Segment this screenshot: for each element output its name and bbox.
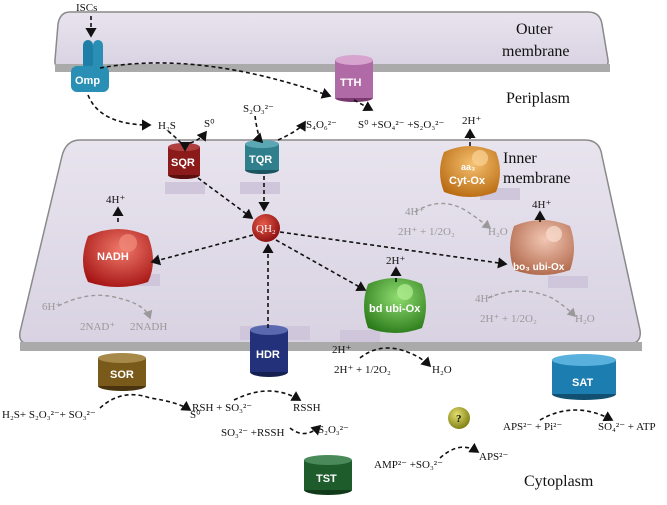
inner-membrane-label-2: membrane [503,170,571,187]
aa3-water: H₂O [488,226,508,238]
thiosulfate-periplasm: S₂O₃²⁻ [243,103,274,115]
sat-enzyme: SAT [552,354,616,400]
sqr-enzyme: SQR [168,143,200,179]
sat-label: SAT [572,377,593,389]
unknown-product: APS²⁻ [479,451,508,463]
bd-water: H₂O [432,364,452,376]
bo3-oxygen: 2H⁺ + 1/2O₂ [480,313,537,325]
tqr-label: TQR [249,154,272,166]
tst-substrates: SO₃²⁻ +RSSH [221,427,285,439]
bd-proton-out: 2H⁺ [386,255,405,267]
bo3-proton-out: 4H⁺ [532,199,551,211]
sor-substrates: H₂S+ S₂O₃²⁻+ SO₃²⁻ [2,409,96,421]
aa3-label: aa₃ [461,162,475,172]
omp-label: Omp [75,75,100,87]
sor-s0: S⁰ [190,409,201,421]
bd-label: bd ubi-Ox [369,303,421,315]
reaction-arrows [85,16,614,459]
iscs-label: ISCs [76,2,97,14]
hdr-label: HDR [256,349,280,361]
nadh-proton-in: 6H⁺ [42,301,61,313]
h2s-periplasm: H₂S [158,120,176,132]
outer-membrane [54,11,610,72]
cytoplasm-label: Cytoplasm [524,473,594,490]
hdr-substrates: RSH + SO₃²⁻ [192,402,252,414]
sor-enzyme: SOR [98,353,146,391]
tth-products: S⁰ +SO₄²⁻ +S₂O₃²⁻ [358,119,444,131]
tqr-enzyme: TQR [245,140,279,174]
bo3-water: H₂O [575,313,595,325]
bd-proton-in: 2H⁺ [332,344,351,356]
tth-enzyme: TTH [335,55,373,102]
bd-ubiquinol-oxidase: bd ubi-Ox [364,278,426,333]
nad-plus: 2NAD⁺ [80,321,115,333]
nadh-product: 2NADH [130,321,167,333]
aa3-proton-out: 2H⁺ [462,115,481,127]
nadh-label: NADH [97,251,129,263]
aa3-proton-in: 4H⁺ [405,206,424,218]
tst-label: TST [316,473,337,485]
bo3-proton-in: 4H⁺ [475,293,494,305]
sqr-label: SQR [171,157,195,169]
sat-products: SO₄²⁻ + ATP [598,421,656,433]
omp-porin: Omp [71,40,109,92]
nadh-proton-out: 4H⁺ [106,194,125,206]
outer-membrane-label: Outer [516,21,553,38]
bo3-label: bo₃ ubi-Ox [513,262,565,273]
tetrathionate: S₄O₆²⁻ [306,119,337,131]
tth-label: TTH [340,77,361,89]
tst-enzyme: TST [304,455,352,495]
hdr-enzyme: HDR [250,325,288,377]
grey-reaction-arrows [57,202,576,320]
bd-oxygen: 2H⁺ + 1/2O₂ [334,364,391,376]
aa3-label-2: Cyt-Ox [449,175,486,187]
periplasm-label: Periplasm [506,90,571,107]
unknown-substrates: AMP²⁻ +SO₃²⁻ [374,459,443,471]
hdr-product: RSSH [293,402,321,414]
outer-membrane-label-2: membrane [502,43,570,60]
tst-product: S₂O₃²⁻ [318,424,349,436]
bo3-ubiquinol-oxidase: bo₃ ubi-Ox [510,220,574,275]
unknown-enzyme: ? [448,407,470,429]
qh2-label: QH₂ [256,223,276,235]
quinol-pool: QH₂ [252,214,280,242]
nadh-dehydrogenase: NADH [83,229,153,287]
inner-membrane-label: Inner [503,150,537,167]
s0-periplasm: S⁰ [204,118,215,130]
unknown-label: ? [456,413,462,425]
aa3-cytochrome-oxidase: aa₃ Cyt-Ox [440,146,500,197]
sat-substrates: APS²⁻ + Pi²⁻ [503,421,562,433]
sor-label: SOR [110,369,134,381]
aa3-oxygen: 2H⁺ + 1/2O₂ [398,226,455,238]
